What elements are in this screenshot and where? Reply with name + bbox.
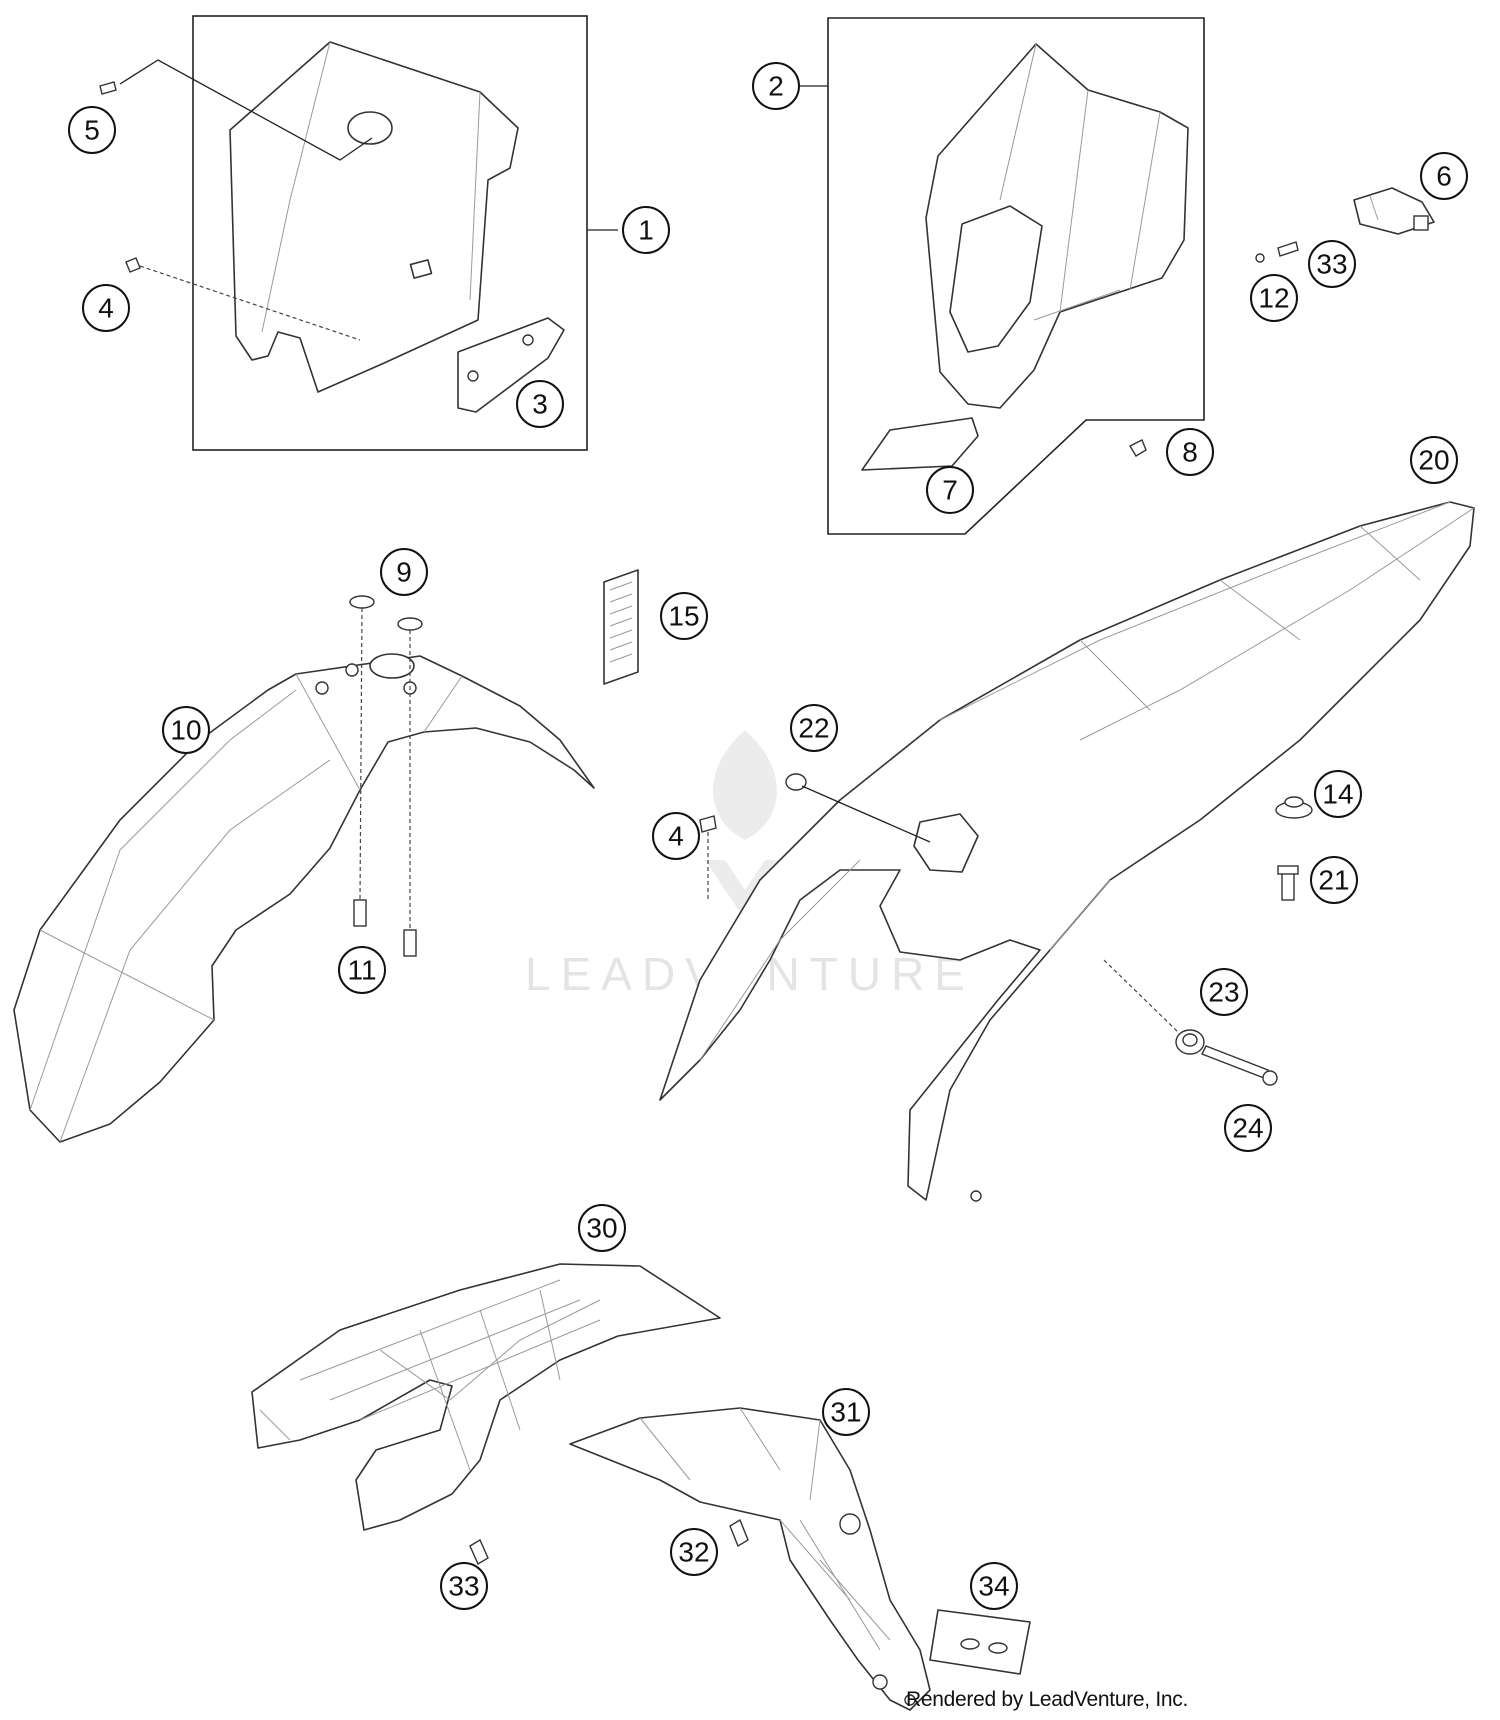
svg-text:1: 1 — [638, 215, 654, 246]
group-2-frame — [827, 17, 1205, 535]
leader-23 — [1103, 959, 1181, 1035]
callout-9: 9 — [380, 548, 428, 596]
svg-text:9: 9 — [396, 557, 412, 588]
callout-24: 24 — [1224, 1104, 1272, 1152]
callout-33-top: 33 — [1308, 240, 1356, 288]
callout-2: 2 — [752, 62, 800, 110]
grill-15 — [603, 569, 639, 685]
svg-text:8: 8 — [1182, 437, 1198, 468]
front-fender-10 — [13, 653, 595, 1143]
callout-30: 30 — [578, 1204, 626, 1252]
svg-text:12: 12 — [1258, 283, 1289, 314]
svg-text:20: 20 — [1418, 445, 1449, 476]
screw-33-bottom — [469, 1538, 489, 1566]
screw-32 — [729, 1518, 749, 1548]
callout-12: 12 — [1250, 274, 1298, 322]
nut-12 — [1255, 253, 1265, 263]
callout-6: 6 — [1420, 152, 1468, 200]
rear-fender-30 — [251, 1263, 721, 1531]
svg-text:21: 21 — [1318, 865, 1349, 896]
svg-text:6: 6 — [1436, 161, 1452, 192]
grommet-14 — [1275, 796, 1313, 819]
screw-21 — [1277, 865, 1299, 901]
headlight-mask-1 — [229, 41, 519, 393]
callout-23: 23 — [1200, 968, 1248, 1016]
number-plate-3 — [457, 317, 565, 413]
callout-32: 32 — [670, 1528, 718, 1576]
rear-fender-20 — [659, 501, 1475, 1202]
svg-text:5: 5 — [84, 115, 100, 146]
nut-22 — [785, 773, 807, 791]
credit-text: Rendered by LeadVenture, Inc. — [906, 1688, 1189, 1711]
svg-text:24: 24 — [1232, 1113, 1263, 1144]
svg-text:34: 34 — [978, 1571, 1009, 1602]
screw-4 — [125, 257, 141, 273]
svg-text:2: 2 — [768, 71, 784, 102]
svg-text:30: 30 — [586, 1213, 617, 1244]
screws-11 — [353, 899, 417, 957]
screw-8 — [1129, 439, 1147, 457]
callout-15: 15 — [660, 592, 708, 640]
callout-11: 11 — [338, 946, 386, 994]
svg-text:15: 15 — [668, 601, 699, 632]
svg-text:32: 32 — [678, 1537, 709, 1568]
leader-22 — [801, 785, 931, 843]
decal-7 — [861, 417, 979, 471]
callout-3: 3 — [516, 380, 564, 428]
callout-21: 21 — [1310, 856, 1358, 904]
callout-7: 7 — [926, 466, 974, 514]
screw-5 — [99, 81, 117, 95]
leader-5 — [119, 59, 373, 161]
svg-text:33: 33 — [448, 1571, 479, 1602]
screw-24 — [1201, 1045, 1278, 1086]
headlight-mask-2 — [925, 43, 1189, 409]
callout-1: 1 — [622, 206, 670, 254]
svg-text:31: 31 — [830, 1397, 861, 1428]
callout-22: 22 — [790, 704, 838, 752]
bushing-23 — [1175, 1029, 1205, 1055]
light-switch-6 — [1353, 187, 1435, 235]
callout-20: 20 — [1410, 436, 1458, 484]
svg-text:33: 33 — [1316, 249, 1347, 280]
svg-text:11: 11 — [347, 955, 376, 986]
callout-4-top: 4 — [82, 284, 130, 332]
svg-text:10: 10 — [170, 715, 201, 746]
leader-4-top — [139, 265, 361, 341]
reflector-plate-34 — [929, 1609, 1031, 1675]
svg-text:23: 23 — [1208, 977, 1239, 1008]
svg-text:4: 4 — [668, 821, 684, 852]
callout-33-bottom: 33 — [440, 1562, 488, 1610]
screw-33-top — [1277, 241, 1299, 257]
washer-9 — [349, 595, 423, 631]
callout-10: 10 — [162, 706, 210, 754]
svg-text:22: 22 — [798, 713, 829, 744]
callout-14: 14 — [1314, 770, 1362, 818]
callout-5: 5 — [68, 106, 116, 154]
callout-31: 31 — [822, 1388, 870, 1436]
svg-text:7: 7 — [942, 475, 958, 506]
callout-8: 8 — [1166, 428, 1214, 476]
group-1-frame — [192, 15, 588, 451]
screw-4-rear — [699, 815, 717, 833]
callout-4-rear: 4 — [652, 812, 700, 860]
callout-34: 34 — [970, 1562, 1018, 1610]
svg-text:4: 4 — [98, 293, 114, 324]
svg-text:3: 3 — [532, 389, 548, 420]
svg-text:14: 14 — [1322, 779, 1353, 810]
license-bracket-31 — [569, 1407, 931, 1711]
